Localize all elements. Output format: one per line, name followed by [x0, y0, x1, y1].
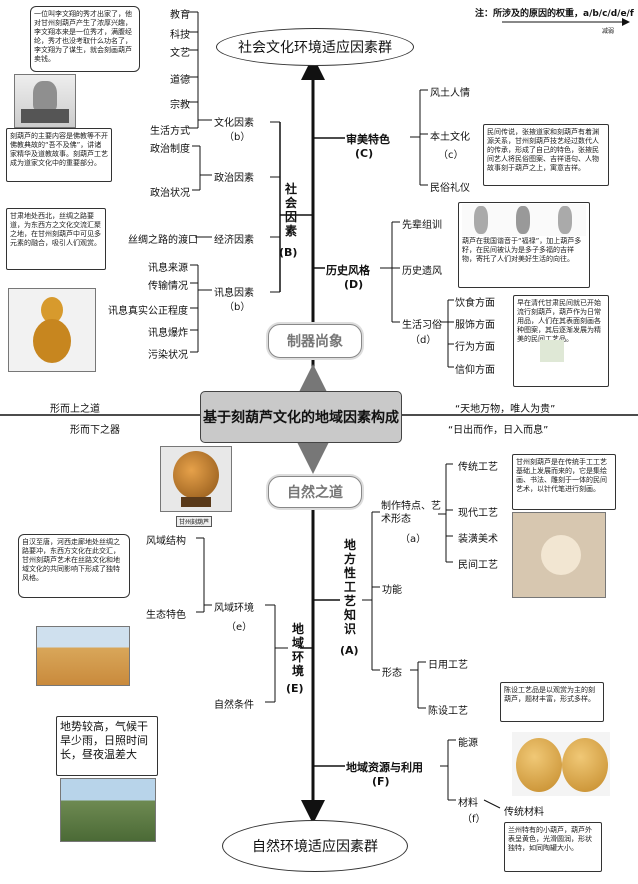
history-label: 历史风格 — [326, 264, 370, 277]
note-display: 陈设工艺品是以观赏为主的刻葫芦，题材丰富，形式多样。 — [500, 682, 604, 722]
craft-folk: 民间工艺 — [458, 560, 498, 571]
mountain-image — [60, 778, 156, 842]
note-customs: 早在清代甘肃民间就已开始流行刻葫芦，葫芦作为日常用品，人们在其表面刻画各种图案，… — [513, 295, 609, 387]
history-item-customs: 生活习俗 — [402, 320, 442, 331]
region-branch-wind: 风域环境 — [214, 603, 254, 614]
culture-item-religion: 宗教 — [170, 100, 190, 111]
history-item-legacy: 历史遗风 — [402, 266, 442, 277]
craft-traditional: 传统工艺 — [458, 462, 498, 473]
note-religion: 刻葫芦的主要内容是佛教等不开佛教典故的“吾不及佛”，讲诸家精华及道教故事。刻葫芦… — [6, 128, 112, 182]
resources-energy: 能源 — [458, 738, 478, 749]
lower-pill: 自然之道 — [268, 476, 362, 508]
social-factors-code: (B) — [279, 246, 298, 259]
culture-item-education: 教育 — [170, 10, 190, 21]
custom-behavior: 行为方面 — [455, 342, 495, 353]
region-code: (E) — [286, 682, 304, 695]
culture-item-tech: 科技 — [170, 30, 190, 41]
craft-label: 地方性工艺知识 — [343, 538, 356, 636]
note-education: 一位叫李文翔的秀才出家了，他对甘州刻葫芦产生了浓厚兴趣，李文翔本来是一位秀才，满… — [30, 6, 140, 72]
note-folk: 民间传说，张掖道家和刻葫芦有着渊源关系，甘州刻葫芦技艺经过数代人的传承，形成了自… — [483, 124, 609, 186]
aesthetic-label: 审美特色 — [346, 133, 390, 146]
info-weight: （b） — [224, 302, 251, 313]
info-factor: 讯息因素 — [214, 288, 254, 299]
social-factors-label: 社会因素 — [284, 182, 297, 238]
weight-note: 注：所涉及的原因的权重，a/b/c/d/e/f — [475, 9, 634, 19]
upper-pill: 制器尚象 — [268, 324, 362, 358]
custom-belief: 信仰方面 — [455, 365, 495, 376]
region-branch-nature: 自然条件 — [214, 700, 254, 711]
craft-modern: 现代工艺 — [458, 508, 498, 519]
info-item-explosion: 讯息爆炸 — [148, 328, 188, 339]
figure-statue-image — [14, 74, 76, 128]
aesthetic-code: (C) — [355, 147, 374, 160]
info-item-transmission: 传输情况 — [148, 281, 188, 292]
weight-note-scale: 减弱 — [602, 28, 615, 35]
culture-item-arts: 文艺 — [170, 48, 190, 59]
gourd-image — [8, 288, 96, 372]
custom-food: 饮食方面 — [455, 298, 495, 309]
note-silk-road: 甘肃地处西北，丝绸之路要道，为东西方之文化交流汇聚之地，在甘州刻葫芦中可见多元素… — [6, 208, 106, 270]
economy-item-silk-road: 丝绸之路的渡口 — [128, 235, 198, 246]
note-material: 兰州特有的小葫芦，葫芦外表呈黄色，光滑圆润，形状独特，如同陶罐大小。 — [504, 822, 602, 872]
history-item-ancestors: 先辈组训 — [402, 220, 442, 231]
aesthetic-item-rituals: 民俗礼仪 — [430, 183, 470, 194]
upper-right-phrase: “天地万物，唯人为贵” — [455, 404, 556, 415]
natural-cluster-title: 自然环境适应因素群 — [222, 820, 408, 872]
note-climate: 地势较高，气候干旱少雨，日照时间长，昼夜温差大 — [56, 716, 158, 776]
resources-weight: （f） — [462, 814, 486, 825]
politics-factor: 政治因素 — [214, 173, 254, 184]
politics-item-status: 政治状况 — [150, 188, 190, 199]
center-title: 基于刻葫芦文化的地域因素构成 — [200, 391, 402, 443]
info-item-truthfulness: 讯息真实公正程度 — [108, 306, 188, 317]
region-weight: （e） — [226, 622, 253, 633]
lower-left-phrase: 形而下之器 — [70, 425, 120, 436]
custom-clothing: 服饰方面 — [455, 320, 495, 331]
resources-material: 材料 — [458, 798, 478, 809]
craft-branch-form: 形态 — [382, 668, 402, 679]
ancestor-figures-image — [462, 204, 586, 236]
region-label: 地域环境 — [291, 622, 304, 678]
upper-left-phrase: 形而上之道 — [50, 404, 100, 415]
resources-code: (F) — [372, 775, 390, 788]
craft-daily: 日用工艺 — [428, 660, 468, 671]
social-cluster-title: 社会文化环境适应因素群 — [216, 28, 414, 66]
craft-weight: （a） — [400, 534, 427, 545]
small-gourd-image — [540, 340, 564, 362]
info-item-source: 讯息来源 — [148, 263, 188, 274]
craft-branch-function: 功能 — [382, 585, 402, 596]
photo-caption: 甘州刻葫芦 — [176, 516, 213, 527]
culture-item-lifestyle: 生活方式 — [150, 126, 190, 137]
carving-hands-image — [512, 512, 606, 598]
history-code: (D) — [344, 278, 364, 291]
lower-right-phrase: “日出而作，日入而息” — [448, 425, 549, 436]
craft-branch-features: 制作特点、艺术形态 — [381, 501, 441, 525]
culture-weight: （b） — [224, 132, 251, 143]
aesthetic-weight: （c） — [438, 150, 464, 161]
culture-factor: 文化因素 — [214, 118, 254, 129]
desert-image — [36, 626, 130, 686]
craft-decorative: 装潢美术 — [458, 534, 498, 545]
aesthetic-item-local-culture: 本土文化 — [430, 132, 470, 143]
raw-gourds-image — [512, 732, 610, 796]
carved-gourd-image — [160, 446, 232, 512]
resources-label: 地域资源与利用 — [346, 761, 423, 774]
note-ecology: 自汉至唐，河西走廊地处丝绸之路要冲，东西方文化在此交汇，甘州刻葫芦艺术在丝路文化… — [18, 534, 130, 598]
culture-item-morality: 道德 — [170, 75, 190, 86]
resources-traditional-material: 传统材料 — [504, 807, 544, 818]
note-craft: 甘州刻葫芦是在传统手工工艺基础上发展而来的，它是集绘画、书法、雕刻于一体的民间艺… — [512, 454, 616, 510]
info-item-pollution: 污染状况 — [148, 350, 188, 361]
craft-code: (A) — [340, 644, 359, 657]
region-structure: 风域结构 — [146, 536, 186, 547]
politics-item-system: 政治制度 — [150, 144, 190, 155]
aesthetic-item-customs: 风土人情 — [430, 88, 470, 99]
history-weight: （d） — [410, 335, 437, 346]
craft-display: 陈设工艺 — [428, 706, 468, 717]
economy-factor: 经济因素 — [214, 235, 254, 246]
region-ecology: 生态特色 — [146, 610, 186, 621]
